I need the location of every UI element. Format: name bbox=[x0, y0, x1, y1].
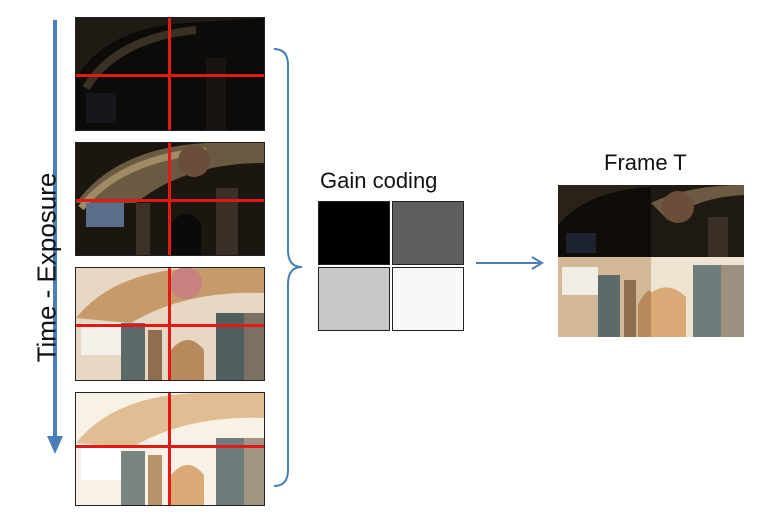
frame-t-label: Frame T bbox=[604, 150, 687, 175]
time-axis-arrow bbox=[47, 20, 63, 454]
gain-coding-label: Gain coding bbox=[320, 168, 438, 193]
output-frame bbox=[558, 185, 744, 337]
exposure-frame-3 bbox=[75, 267, 265, 381]
time-axis-label: Time - Exposure bbox=[31, 172, 62, 363]
output-arrow bbox=[476, 256, 544, 270]
grouping-bracket bbox=[273, 48, 303, 487]
gain-cell-bottom-left bbox=[318, 267, 390, 331]
exposure-frame-2 bbox=[75, 142, 265, 256]
exposure-frame-1 bbox=[75, 17, 265, 131]
exposure-image-2 bbox=[76, 143, 264, 255]
exposure-image-1 bbox=[76, 18, 264, 130]
exposure-frame-4 bbox=[75, 392, 265, 506]
gain-coding-grid bbox=[318, 201, 464, 332]
gain-cell-bottom-right bbox=[392, 267, 464, 331]
gain-cell-top-left bbox=[318, 201, 390, 265]
output-frame-image bbox=[558, 185, 744, 337]
gain-cell-top-right bbox=[392, 201, 464, 265]
